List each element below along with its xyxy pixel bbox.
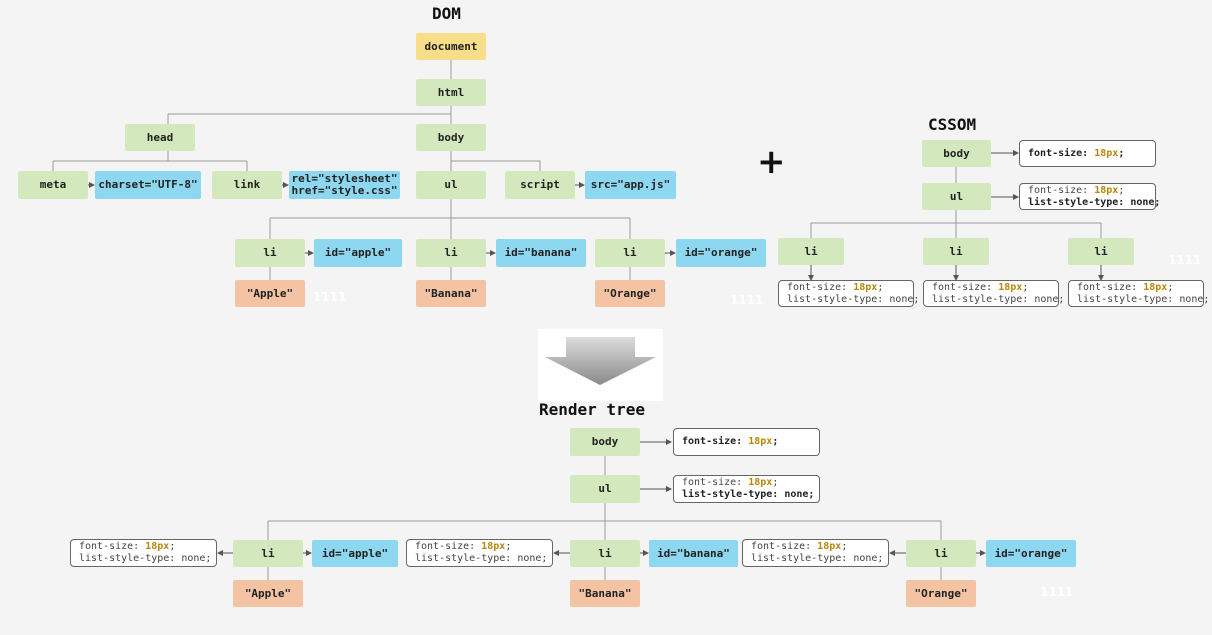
render-li-apple-style: font-size: 18px; list-style-type: none; <box>70 539 217 567</box>
render-li-apple-node: li <box>233 540 303 567</box>
style-list: list-style-type: none; <box>415 553 548 564</box>
render-li-banana-style: font-size: 18px; list-style-type: none; <box>406 539 553 567</box>
style-value: 18px <box>998 281 1023 293</box>
cssom-ul-node: ul <box>922 183 991 210</box>
dom-title: DOM <box>432 4 461 23</box>
style-prop: font-size: <box>1028 147 1095 159</box>
style-prop: font-size: <box>682 436 749 447</box>
cssom-li-style: font-size: 18px; list-style-type: none; <box>778 280 920 307</box>
dom-li-orange-node: li <box>595 239 665 267</box>
dom-li-apple-node: li <box>235 239 305 267</box>
cssom-ul-style: font-size: 18px; list-style-type: none; <box>1019 183 1161 210</box>
dom-document-node: document <box>416 33 486 60</box>
style-list: list-style-type: none; <box>932 293 1065 305</box>
render-li-banana-node: li <box>570 540 640 567</box>
style-prop: font-size: <box>682 477 749 488</box>
style-value: 18px <box>1143 281 1168 293</box>
style-prop: font-size: <box>787 281 854 293</box>
style-prop: font-size: <box>1028 184 1095 196</box>
cssom-li-node: li <box>1068 238 1134 265</box>
faint-mark: 1111 <box>1168 253 1202 267</box>
cssom-li-style: font-size: 18px; list-style-type: none; <box>923 280 1065 307</box>
style-prop: font-size: <box>932 281 999 293</box>
dom-link-attr-node: rel="stylesheet" href="style.css" <box>289 171 400 199</box>
dom-meta-node: meta <box>18 171 88 199</box>
dom-banana-text-node: "Banana" <box>416 280 486 307</box>
style-prop: font-size: <box>751 541 818 552</box>
dom-html-node: html <box>416 79 486 106</box>
style-value: 18px <box>145 541 170 552</box>
style-value: 18px <box>817 541 842 552</box>
cssom-title: CSSOM <box>928 115 977 134</box>
render-ul-style: font-size: 18px; list-style-type: none; <box>673 475 820 503</box>
render-li-apple-attr-node: id="apple" <box>312 540 398 567</box>
dom-li-orange-attr-node: id="orange" <box>676 239 766 267</box>
style-value: 18px <box>853 281 878 293</box>
dom-li-banana-attr-node: id="banana" <box>496 239 586 267</box>
style-list: list-style-type: none; <box>79 553 212 564</box>
style-list: list-style-type: none; <box>751 553 884 564</box>
dom-script-node: script <box>505 171 575 199</box>
style-list: list-style-type: none; <box>1077 293 1210 305</box>
render-li-orange-style: font-size: 18px; list-style-type: none; <box>742 539 889 567</box>
dom-meta-attr-node: charset="UTF-8" <box>95 171 201 199</box>
down-arrow-icon <box>545 337 656 385</box>
plus-sign: + <box>757 142 786 182</box>
faint-mark: 1111 <box>730 293 764 307</box>
cssom-li-style: font-size: 18px; list-style-type: none; <box>1068 280 1210 307</box>
cssom-li-node: li <box>778 238 844 265</box>
style-value: 18px <box>1094 147 1119 159</box>
render-tree-title: Render tree <box>539 400 645 419</box>
transform-arrow <box>538 329 663 401</box>
cssom-body-style: font-size: 18px; <box>1019 140 1156 167</box>
cssom-body-node: body <box>922 140 991 167</box>
style-list: list-style-type: none; <box>1028 196 1161 208</box>
style-prop: font-size: <box>79 541 146 552</box>
style-prop: font-size: <box>1077 281 1144 293</box>
style-value: 18px <box>481 541 506 552</box>
dom-link-node: link <box>212 171 282 199</box>
dom-li-apple-attr-node: id="apple" <box>314 239 402 267</box>
faint-mark: 1111 <box>313 290 347 304</box>
render-apple-text-node: "Apple" <box>233 580 303 607</box>
faint-mark: 1111 <box>1040 585 1074 599</box>
style-value: 18px <box>748 436 773 447</box>
render-body-style: font-size: 18px; <box>673 428 820 456</box>
render-li-banana-attr-node: id="banana" <box>649 540 738 567</box>
cssom-li-node: li <box>923 238 989 265</box>
dom-apple-text-node: "Apple" <box>235 280 305 307</box>
dom-li-banana-node: li <box>416 239 486 267</box>
dom-head-node: head <box>125 124 195 151</box>
dom-orange-text-node: "Orange" <box>595 280 665 307</box>
dom-ul-node: ul <box>416 171 486 199</box>
render-body-node: body <box>570 428 640 456</box>
dom-body-node: body <box>416 124 486 151</box>
render-li-orange-attr-node: id="orange" <box>986 540 1076 567</box>
style-prop: font-size: <box>415 541 482 552</box>
render-li-orange-node: li <box>906 540 976 567</box>
render-ul-node: ul <box>570 475 640 503</box>
render-orange-text-node: "Orange" <box>906 580 976 607</box>
style-list: list-style-type: none; <box>787 293 920 305</box>
style-value: 18px <box>748 477 773 488</box>
dom-script-attr-node: src="app.js" <box>585 171 676 199</box>
style-value: 18px <box>1094 184 1119 196</box>
render-banana-text-node: "Banana" <box>570 580 640 607</box>
style-list: list-style-type: none; <box>682 489 815 500</box>
